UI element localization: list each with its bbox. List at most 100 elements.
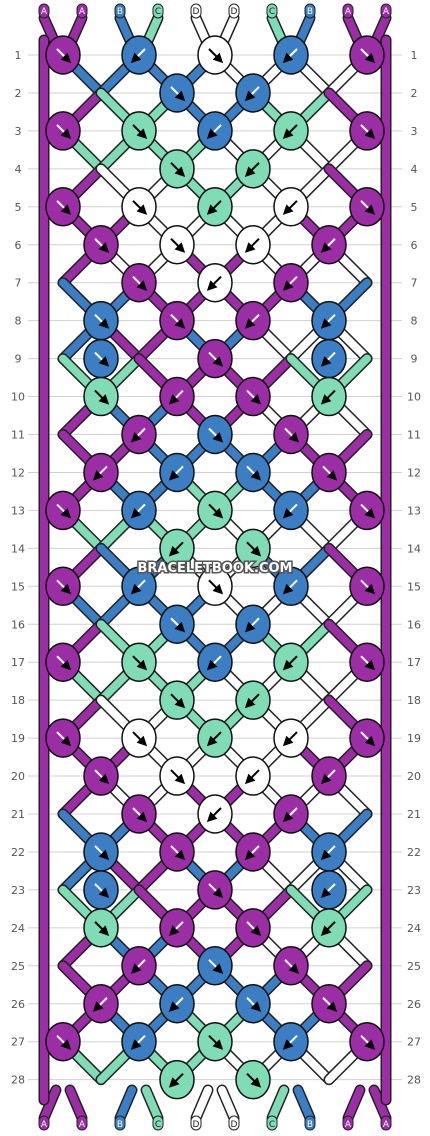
knot [349, 566, 385, 607]
string-end-bottom [190, 1115, 202, 1131]
knot [273, 1021, 309, 1062]
knot [197, 111, 233, 151]
arrow-down-left-icon [168, 465, 184, 481]
row-label-left: 20 [11, 770, 25, 783]
row-label-left: 14 [11, 542, 25, 555]
knot [197, 35, 233, 75]
row-label-right: 23 [407, 884, 421, 897]
arrow-down-right-icon [132, 731, 148, 747]
row-label-right: 1 [411, 49, 418, 62]
arrow-down-left-icon [282, 731, 298, 747]
knot [159, 680, 195, 720]
arrow-down-left-icon [320, 921, 336, 936]
arrow-down-left-icon [282, 124, 298, 140]
row-label-right: 24 [407, 922, 421, 935]
strand [294, 1086, 314, 1122]
arrow-down-left-icon [244, 769, 260, 785]
arrow-down-right-icon [208, 503, 224, 519]
knot [159, 376, 195, 417]
arrow-down-left-icon [320, 238, 336, 253]
arrow-down-right-icon [170, 617, 186, 633]
row-label-right: 26 [407, 998, 421, 1011]
knot [197, 187, 233, 227]
arrow-down-left-icon [206, 655, 222, 671]
row-label-right: 20 [407, 770, 421, 783]
knot [45, 1021, 81, 1062]
row-label-left: 12 [11, 466, 25, 479]
row-label-right: 19 [407, 732, 421, 745]
knot [197, 870, 233, 910]
row-label-right: 28 [407, 1074, 421, 1087]
knot [121, 187, 157, 227]
row-label-right: 7 [411, 277, 418, 290]
arrow-down-left-icon [320, 351, 336, 367]
arrow-down-right-icon [56, 655, 72, 671]
arrow-down-left-icon [282, 579, 298, 595]
arrow-down-left-icon [244, 162, 260, 177]
string-end-bottom [114, 1115, 126, 1131]
string-end-top [266, 3, 278, 19]
arrow-down-left-icon [168, 541, 184, 557]
knot [159, 604, 195, 644]
row-label-left: 25 [11, 960, 25, 973]
string-end-top [190, 3, 202, 19]
arrow-down-right-icon [170, 86, 186, 102]
row-label-left: 8 [15, 315, 22, 328]
knot [83, 870, 119, 910]
arrow-down-left-icon [206, 200, 222, 215]
arrow-down-right-icon [360, 503, 376, 519]
knot [311, 908, 347, 948]
arrow-down-left-icon [244, 313, 260, 329]
string-end-bottom [266, 1115, 278, 1131]
row-label-left: 17 [11, 656, 25, 669]
knot [159, 300, 195, 341]
arrow-down-right-icon [56, 48, 72, 64]
knot [235, 452, 271, 493]
knot [121, 718, 157, 758]
arrow-down-right-icon [94, 883, 110, 899]
arrow-down-right-icon [94, 351, 110, 367]
knot [311, 300, 347, 341]
knot [45, 490, 81, 531]
row-label-left: 4 [15, 163, 22, 176]
knot [159, 452, 195, 493]
knot [349, 490, 385, 531]
row-label-right: 4 [411, 163, 418, 176]
arrow-down-right-icon [170, 845, 186, 861]
string-end-bottom [228, 1115, 240, 1131]
arrow-down-left-icon [244, 693, 260, 709]
row-label-left: 13 [11, 504, 25, 517]
knot [235, 1059, 271, 1100]
arrow-down-right-icon [208, 1034, 224, 1050]
arrow-down-right-icon [246, 1072, 262, 1088]
arrow-down-left-icon [244, 238, 260, 253]
arrow-down-left-icon [130, 1034, 146, 1050]
row-label-right: 17 [407, 656, 421, 669]
arrow-down-right-icon [56, 124, 72, 140]
knot [349, 111, 385, 151]
knot [83, 338, 119, 379]
knot [83, 908, 119, 948]
knot [273, 414, 309, 455]
knot [235, 604, 271, 644]
string-end-top [38, 3, 50, 19]
arrow-down-right-icon [246, 997, 262, 1012]
string-label-bottom: A [345, 1120, 352, 1130]
string-end-bottom [152, 1115, 164, 1131]
knot [121, 490, 157, 531]
knot [311, 376, 347, 417]
row-label-left: 10 [11, 391, 25, 404]
arrow-down-right-icon [246, 389, 262, 405]
knot [311, 338, 347, 379]
string-label-bottom: C [269, 1120, 275, 1130]
string-label-bottom: A [383, 1120, 390, 1130]
arrow-down-right-icon [360, 579, 376, 595]
row-label-right: 16 [407, 618, 421, 631]
string-label-top: D [193, 7, 200, 17]
strand [66, 1086, 86, 1122]
arrow-down-left-icon [282, 48, 298, 64]
string-end-bottom [76, 1115, 88, 1131]
knot [121, 566, 157, 607]
knot [311, 756, 347, 796]
string-label-top: A [345, 7, 352, 17]
